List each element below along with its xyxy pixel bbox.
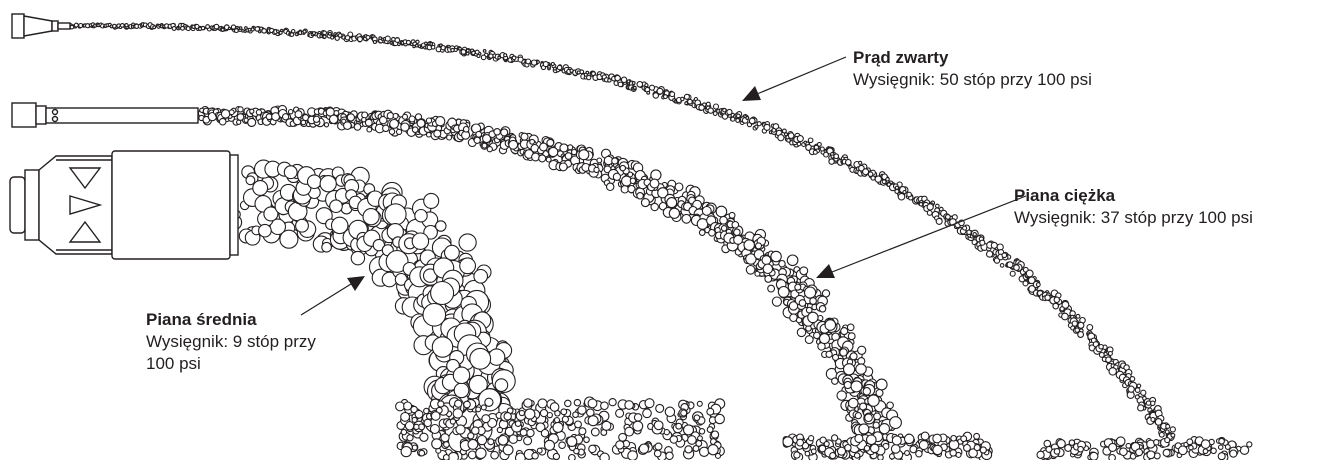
- straight-stream-nozzle-icon: [12, 14, 70, 38]
- callout-medium-foam: Piana średnia Wysięgnik: 9 stóp przy 100…: [146, 309, 321, 375]
- medium-foam-nozzle-icon: [10, 151, 238, 259]
- callout-heavy-reach: Wysięgnik: 37 stóp przy 100 psi: [1014, 207, 1253, 229]
- callout-straight-stream: Prąd zwarty Wysięgnik: 50 stóp przy 100 …: [853, 47, 1092, 91]
- leader-arrow-heavy-foam: [816, 196, 1026, 278]
- callout-heavy-foam: Piana ciężka Wysięgnik: 37 stóp przy 100…: [1014, 185, 1253, 229]
- leader-arrow-straight-stream: [742, 57, 846, 101]
- callout-straight-title: Prąd zwarty: [853, 47, 1092, 69]
- heavy-foam-nozzle-icon: [12, 103, 198, 127]
- callout-straight-reach: Wysięgnik: 50 stóp przy 100 psi: [853, 69, 1092, 91]
- callout-medium-title: Piana średnia: [146, 309, 321, 331]
- callout-heavy-title: Piana ciężka: [1014, 185, 1253, 207]
- callout-medium-reach: Wysięgnik: 9 stóp przy 100 psi: [146, 331, 321, 375]
